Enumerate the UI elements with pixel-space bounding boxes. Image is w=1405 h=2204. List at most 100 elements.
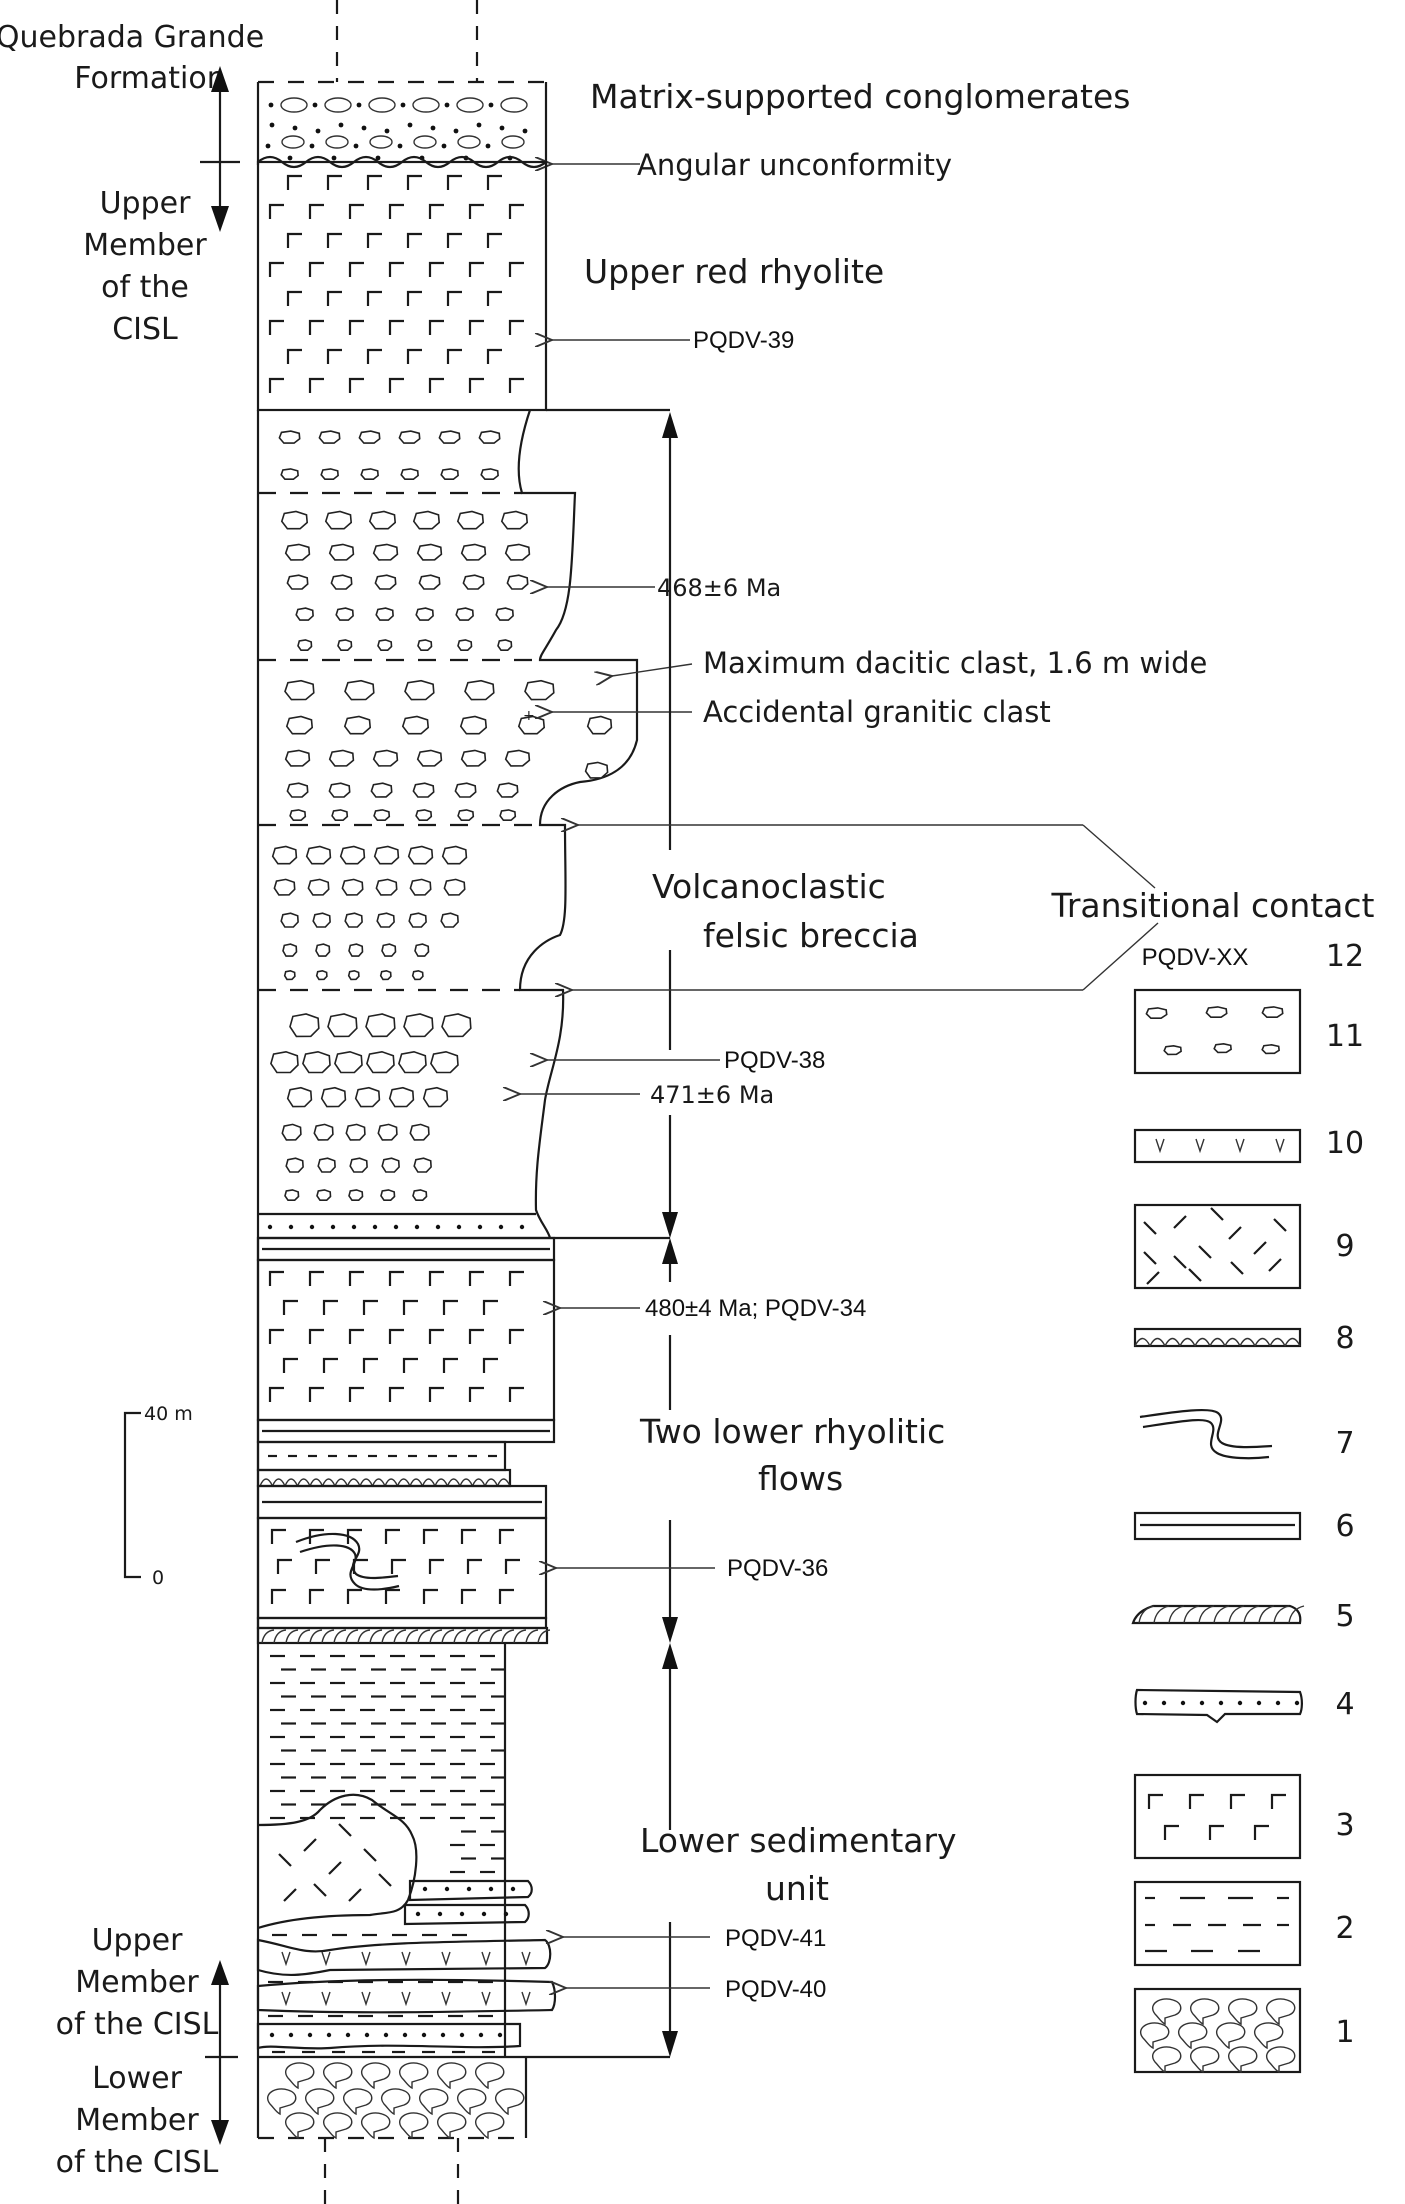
clast bbox=[343, 715, 372, 735]
clast bbox=[460, 543, 487, 561]
dot bbox=[498, 1224, 504, 1230]
scallop bbox=[384, 1478, 399, 1487]
rhyolite-mark bbox=[362, 1299, 378, 1315]
clast bbox=[375, 878, 398, 896]
scallop bbox=[259, 1478, 274, 1487]
pebble bbox=[325, 135, 349, 149]
legend-swatch-v-tuff bbox=[1133, 1128, 1302, 1164]
v-mark bbox=[481, 1951, 491, 1967]
hatch bbox=[465, 1629, 479, 1644]
scallop bbox=[471, 1478, 486, 1487]
dot bbox=[415, 1911, 421, 1917]
rhyolite-mark bbox=[286, 232, 302, 248]
sample-pqdv41: PQDV-41 bbox=[725, 1925, 826, 1952]
label-lower-member-1: Lower bbox=[92, 2061, 183, 2096]
dot bbox=[477, 1224, 483, 1230]
transitional-contact-lines bbox=[572, 825, 1159, 990]
v-mark bbox=[1275, 1138, 1285, 1154]
rhyolite-mark bbox=[468, 203, 484, 219]
legend-number-8: 8 bbox=[1335, 1321, 1354, 1356]
dot bbox=[1199, 1700, 1205, 1706]
v-mark bbox=[281, 1991, 291, 2007]
scallop bbox=[271, 1478, 286, 1487]
clast bbox=[412, 782, 435, 798]
pebble bbox=[412, 97, 440, 113]
legend-swatch-laminated-band bbox=[1133, 1511, 1302, 1541]
rhyolite-mark bbox=[268, 1386, 284, 1402]
rhyolite-mark bbox=[508, 1270, 524, 1286]
rhyolite-mark bbox=[508, 1328, 524, 1344]
legend-swatch-sample-label: PQDV-XX bbox=[1142, 944, 1249, 971]
clast bbox=[584, 761, 609, 779]
clast bbox=[337, 639, 353, 652]
hatch bbox=[525, 1629, 539, 1644]
clast bbox=[297, 639, 313, 652]
dot bbox=[503, 1911, 509, 1917]
pebble bbox=[501, 135, 525, 149]
rhyolite-mark bbox=[508, 319, 524, 335]
rhyolite-mark bbox=[422, 1588, 438, 1604]
clast bbox=[440, 912, 459, 928]
rhyolite-mark bbox=[348, 319, 364, 335]
clast bbox=[286, 574, 309, 590]
pillow-clast bbox=[381, 2088, 411, 2116]
clast bbox=[400, 468, 419, 481]
dacite-tick bbox=[1173, 1215, 1187, 1229]
dot bbox=[421, 2032, 427, 2038]
dot bbox=[330, 1224, 336, 1230]
rhyolite-mark bbox=[428, 1558, 444, 1574]
scallop bbox=[409, 1478, 424, 1487]
rhyolite-mark bbox=[508, 377, 524, 393]
pillow-clast bbox=[323, 2062, 353, 2090]
dot bbox=[364, 2032, 370, 2038]
clast bbox=[376, 912, 395, 928]
rhyolite-mark bbox=[308, 1386, 324, 1402]
unit-lower-rhyolitic-flows bbox=[256, 1236, 556, 1645]
rhyolite-mark bbox=[442, 1299, 458, 1315]
v-mark bbox=[1195, 1138, 1205, 1154]
clast bbox=[285, 1157, 304, 1173]
legend-number-4: 4 bbox=[1335, 1687, 1354, 1722]
clast bbox=[372, 749, 399, 767]
dot bbox=[499, 125, 505, 131]
rhyolite-mark bbox=[388, 1328, 404, 1344]
unit-volcanoclastic-breccia: + bbox=[256, 408, 670, 1240]
dot bbox=[441, 143, 447, 149]
rhyolite-mark bbox=[446, 232, 462, 248]
label-upper-member-bottom-1: Upper bbox=[92, 1923, 184, 1958]
clast bbox=[373, 809, 391, 822]
hatch bbox=[393, 1629, 407, 1644]
rhyolite-mark bbox=[468, 1328, 484, 1344]
scale-bar-top-label: 40 m bbox=[144, 1403, 193, 1425]
rhyolite-mark bbox=[384, 1528, 400, 1544]
rhyolite-mark bbox=[348, 203, 364, 219]
rhyolite-mark bbox=[486, 290, 502, 306]
clast bbox=[409, 1123, 430, 1141]
hatch bbox=[501, 1629, 515, 1644]
rhyolite-mark bbox=[406, 174, 422, 190]
age-468: 468±6 Ma bbox=[657, 574, 781, 602]
dacite-tick bbox=[1143, 1251, 1157, 1265]
clast bbox=[282, 943, 298, 957]
clast bbox=[315, 943, 331, 957]
rhyolite-mark bbox=[388, 203, 404, 219]
dot bbox=[478, 2032, 484, 2038]
dot bbox=[326, 2032, 332, 2038]
legend-swatch-hatched-lens bbox=[1131, 1604, 1305, 1625]
rhyolite-mark bbox=[1253, 1824, 1269, 1840]
sample-pqdv38: PQDV-38 bbox=[724, 1047, 825, 1074]
dot bbox=[422, 1886, 428, 1892]
pillow-clast bbox=[1228, 2046, 1258, 2074]
legend-number-9: 9 bbox=[1335, 1229, 1354, 1264]
pillow-clast bbox=[1266, 2046, 1296, 2074]
dacite-tick bbox=[303, 1838, 317, 1852]
rhyolite-mark bbox=[362, 1357, 378, 1373]
hatch bbox=[441, 1629, 455, 1644]
pebble bbox=[368, 97, 396, 113]
clast bbox=[440, 468, 459, 481]
range-arrow-lower-sedimentary bbox=[662, 1643, 678, 2057]
dacite-tick bbox=[1173, 1255, 1187, 1269]
pebble bbox=[500, 97, 528, 113]
dacite-tick bbox=[348, 1888, 362, 1902]
dot bbox=[435, 1224, 441, 1230]
